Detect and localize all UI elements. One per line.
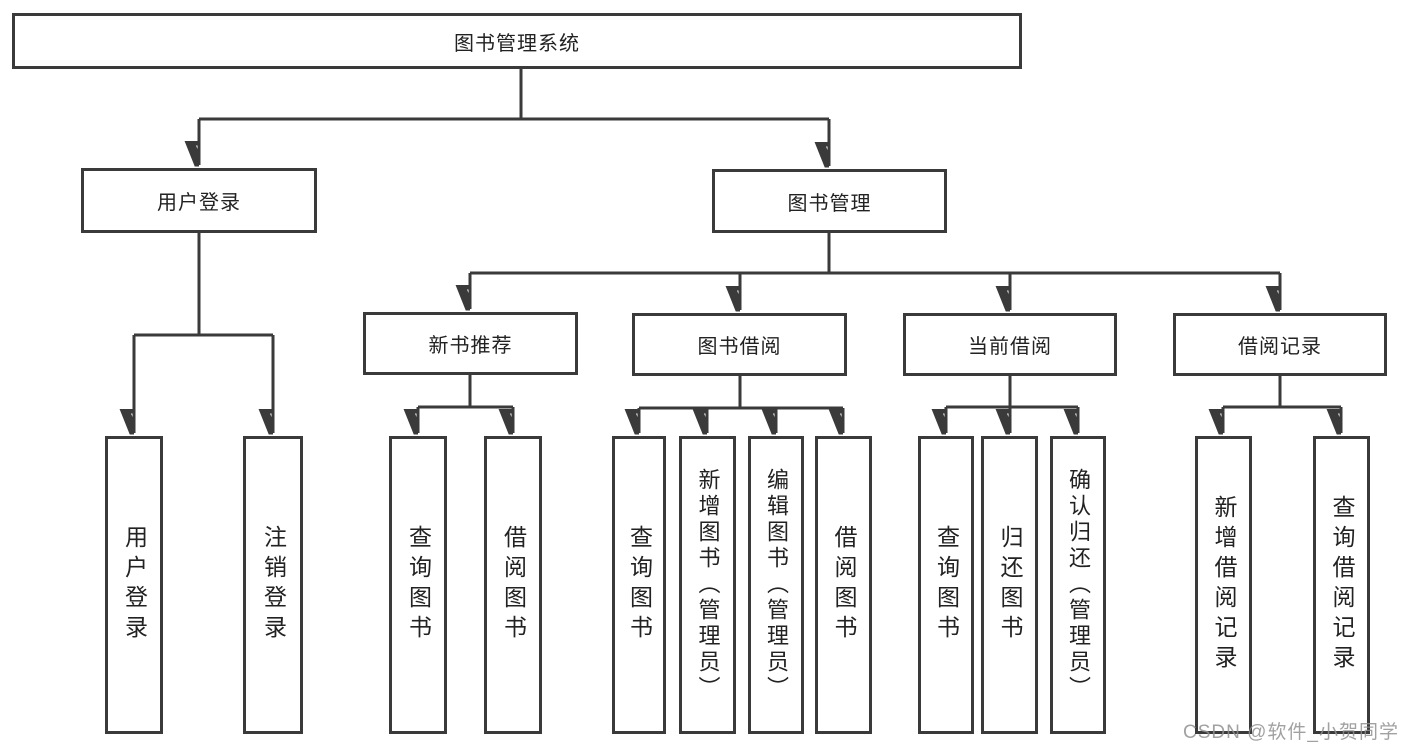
leaf-borrow-add-admin: 新增图书（管理员）	[679, 436, 736, 734]
leaf-borrow-add-admin-label: 新增图书（管理员）	[695, 468, 721, 702]
node-new-book-recommend: 新书推荐	[363, 312, 578, 375]
connector-root-to-level2	[199, 69, 831, 166]
leaf-logout: 注销登录	[243, 436, 303, 734]
connector-current-borrow-children	[946, 376, 1080, 433]
leaf-borrow-query-label: 查询图书	[626, 525, 653, 645]
leaf-newbook-borrow-label: 借阅图书	[500, 525, 527, 645]
leaf-current-return: 归还图书	[981, 436, 1038, 734]
leaf-borrow-edit-admin: 编辑图书（管理员）	[748, 436, 804, 734]
node-borrow-records: 借阅记录	[1173, 313, 1387, 376]
node-new-book-recommend-label: 新书推荐	[428, 335, 513, 357]
node-user-login: 用户登录	[81, 168, 317, 233]
connector-book-borrow-children	[639, 376, 845, 433]
leaf-records-add: 新增借阅记录	[1195, 436, 1252, 734]
leaf-user-login: 用户登录	[105, 436, 163, 734]
node-book-borrow: 图书借阅	[632, 313, 847, 376]
leaf-newbook-query: 查询图书	[389, 436, 447, 734]
leaf-current-query: 查询图书	[918, 436, 974, 734]
csdn-watermark: CSDN @软件_小贺同学	[1183, 722, 1399, 743]
leaf-current-return-label: 归还图书	[997, 525, 1023, 645]
node-book-mgmt: 图书管理	[712, 169, 947, 233]
leaf-borrow-book: 借阅图书	[815, 436, 872, 734]
leaf-current-confirm-admin: 确认归还（管理员）	[1050, 436, 1106, 734]
leaf-logout-label: 注销登录	[260, 525, 287, 645]
leaf-borrow-query: 查询图书	[612, 436, 666, 734]
leaf-records-add-label: 新增借阅记录	[1211, 495, 1237, 675]
leaf-newbook-query-label: 查询图书	[405, 525, 432, 645]
node-borrow-records-label: 借阅记录	[1238, 336, 1322, 358]
node-book-borrow-label: 图书借阅	[697, 336, 782, 358]
node-current-borrow-label: 当前借阅	[968, 336, 1052, 358]
leaf-records-query-label: 查询借阅记录	[1329, 495, 1355, 675]
connector-user-login-children	[134, 233, 275, 433]
connector-new-book-children	[418, 375, 515, 433]
leaf-borrow-book-label: 借阅图书	[831, 525, 857, 645]
node-user-login-label: 用户登录	[157, 192, 241, 214]
leaf-records-query: 查询借阅记录	[1313, 436, 1370, 734]
leaf-borrow-edit-admin-label: 编辑图书（管理员）	[764, 468, 789, 702]
connector-book-mgmt-groups	[470, 233, 1282, 310]
node-root-label: 图书管理系统	[454, 32, 580, 55]
leaf-current-query-label: 查询图书	[933, 525, 960, 645]
connector-borrow-records-children	[1223, 376, 1343, 433]
leaf-current-confirm-admin-label: 确认归还（管理员）	[1066, 468, 1091, 702]
node-book-mgmt-label: 图书管理	[787, 192, 872, 215]
leaf-user-login-label: 用户登录	[121, 525, 148, 645]
node-root-library-system: 图书管理系统	[12, 13, 1022, 69]
leaf-newbook-borrow: 借阅图书	[484, 436, 542, 734]
node-current-borrow: 当前借阅	[903, 313, 1117, 376]
